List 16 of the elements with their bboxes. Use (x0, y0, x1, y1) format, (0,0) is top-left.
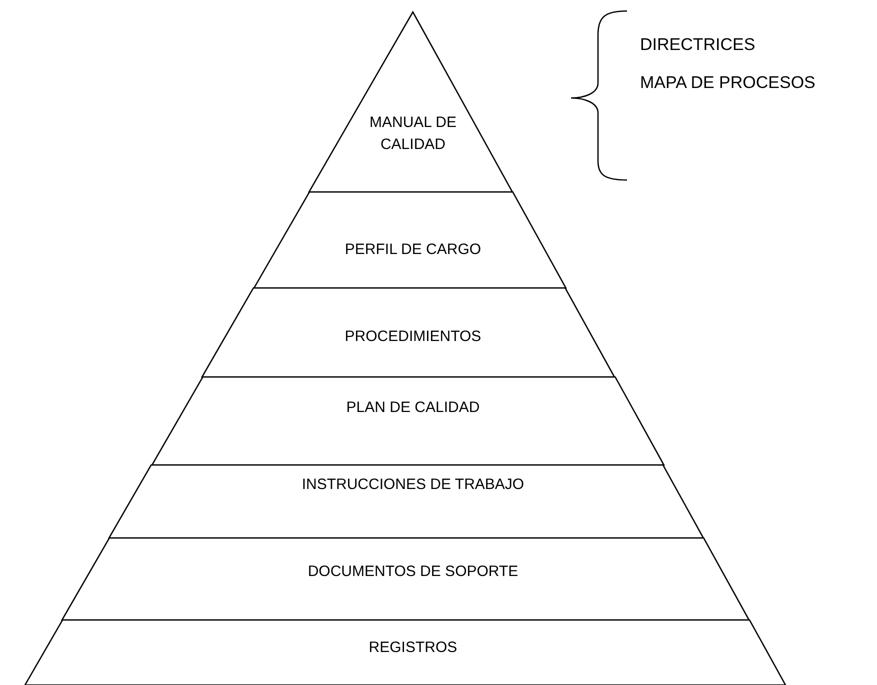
level-label: MANUAL DE CALIDAD (368, 113, 458, 155)
pyramid-level (109, 465, 704, 538)
level-label: PLAN DE CALIDAD (345, 398, 481, 418)
pyramid-level (62, 538, 750, 620)
side-note: MAPA DE PROCESOS (640, 73, 816, 93)
side-note: DIRECTRICES (640, 35, 756, 55)
level-label: REGISTROS (368, 638, 458, 658)
pyramid-level (24, 620, 786, 685)
level-label: DOCUMENTOS DE SOPORTE (306, 562, 520, 582)
level-label: PERFIL DE CARGO (344, 240, 482, 260)
level-label: PROCEDIMIENTOS (344, 327, 482, 347)
pyramid-level (152, 377, 664, 465)
pyramid-apex (309, 12, 513, 192)
pyramid-level (254, 192, 566, 288)
pyramid-level (202, 288, 615, 377)
level-label: INSTRUCCIONES DE TRABAJO (300, 475, 526, 495)
